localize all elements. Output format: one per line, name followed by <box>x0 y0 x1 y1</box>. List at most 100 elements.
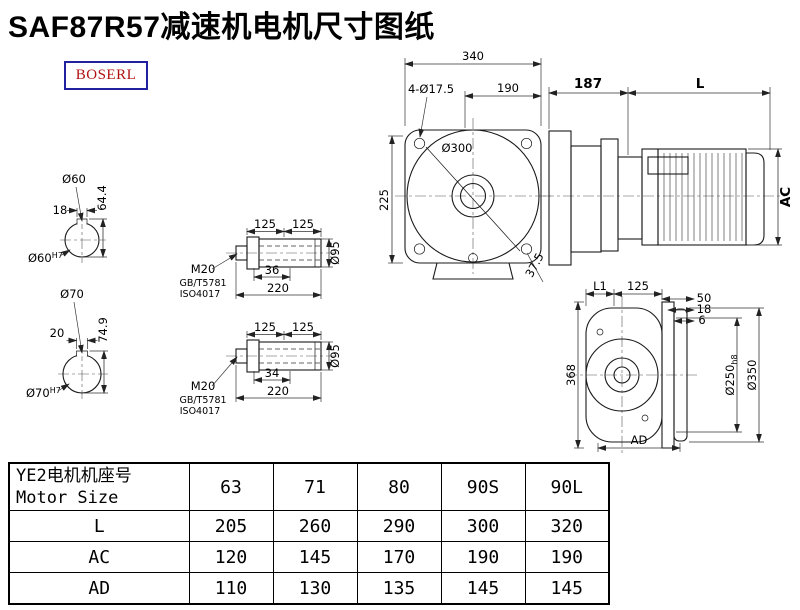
dim-190: 190 <box>497 81 519 95</box>
bore-70-fit-label: Ø70H7 <box>26 386 61 400</box>
motor-fins <box>663 153 743 241</box>
header-label-cn: YE2电机机座号 <box>16 465 132 486</box>
bolt-hole <box>596 328 604 336</box>
size-col-80: 80 <box>356 462 442 511</box>
dim-37-5: 37.5 <box>522 251 546 280</box>
table-cell: 145 <box>524 572 610 605</box>
dim-64-4: 64.4 <box>95 185 109 211</box>
hollow-shaft-top: 125 125 Ø95 M20 GB/T5781 ISO4017 36 220 <box>179 217 342 300</box>
dim-6: 6 <box>698 313 705 327</box>
std-iso: ISO4017 <box>180 289 221 300</box>
table-cell: 145 <box>272 541 358 573</box>
dim-flange-dia: Ø300 <box>441 141 472 155</box>
input-flange <box>600 138 619 252</box>
rear-small-circle <box>613 366 631 384</box>
dim-dia-95: Ø95 <box>328 344 342 368</box>
bolt-hole <box>413 243 426 255</box>
page-title: SAF87R57减速机电机尺寸图纸 <box>8 11 435 44</box>
bore-60-fit-label: Ø60H7 <box>28 251 63 265</box>
table-cell: 190 <box>524 541 610 573</box>
shaft-60-section: 18 64.4 Ø60 Ø60H7 <box>28 172 109 265</box>
flange-leader <box>425 146 521 252</box>
motor-size-header-cell: YE2电机机座号 Motor Size <box>8 462 190 511</box>
dim-AD: AD <box>631 433 648 447</box>
row-label-AC: AC <box>8 541 190 573</box>
leader-line <box>57 383 70 392</box>
table-cell: 290 <box>356 510 442 542</box>
dim-220: 220 <box>267 384 289 398</box>
dim-125-right: 125 <box>292 320 314 334</box>
dim-220: 220 <box>267 281 289 295</box>
table-row-AC: AC 120 145 170 190 190 <box>8 541 610 573</box>
size-col-90S: 90S <box>440 462 526 511</box>
thread-m20: M20 <box>191 262 216 276</box>
fan-cowl <box>745 152 765 246</box>
centerline <box>60 218 106 263</box>
leader-line <box>418 96 428 138</box>
bearing-bore-circle <box>451 174 495 218</box>
dim-74-9: 74.9 <box>96 317 110 343</box>
table-row-L: L 205 260 290 300 320 <box>8 510 610 542</box>
dim-368: 368 <box>564 364 578 386</box>
std-iso: ISO4017 <box>180 406 221 417</box>
bore-60: Ø60 <box>28 251 52 265</box>
centerline <box>566 296 700 455</box>
dia-250-fit: h8 <box>730 354 739 364</box>
dim-AC: AC <box>778 187 794 207</box>
row-label-L: L <box>8 510 190 542</box>
std-gb: GB/T5781 <box>179 395 226 406</box>
table-cell: 170 <box>356 541 442 573</box>
table-cell: 135 <box>356 572 442 605</box>
table-cell: 130 <box>272 572 358 605</box>
dim-125-right: 125 <box>292 217 314 231</box>
bore-60-fit: H7 <box>52 251 63 260</box>
flange-circle <box>406 129 540 263</box>
dim-34: 34 <box>265 366 280 380</box>
motor-body <box>657 148 747 246</box>
rear-view: L1 125 50 18 6 368 Ø250h8 Ø350 AD <box>564 279 764 455</box>
table-header-row: YE2电机机座号 Motor Size 63 71 80 90S 90L <box>8 462 610 511</box>
dimension-drawing: 340 190 4-Ø17.5 225 Ø300 37.5 187 L <box>26 49 794 455</box>
dia-70-label: Ø70 <box>60 287 84 301</box>
shaft-bore-circle <box>459 182 487 210</box>
ext-line <box>526 252 544 283</box>
side-view: 187 L AC <box>543 76 794 266</box>
centerline <box>395 118 551 274</box>
bolt-hole <box>413 137 426 150</box>
hollow-shaft-bottom: 125 125 Ø95 M20 GB/T5781 ISO4017 34 220 <box>179 320 342 417</box>
dim-125-left: 125 <box>254 320 276 334</box>
leader-line <box>211 253 238 270</box>
size-col-90L: 90L <box>524 462 610 511</box>
dim-key-width-18: 18 <box>53 203 68 217</box>
dim-L1: L1 <box>593 279 607 293</box>
size-col-71: 71 <box>272 462 358 511</box>
dim-dia-350: Ø350 <box>745 359 759 390</box>
rear-mid-circle <box>604 357 640 393</box>
dim-187: 187 <box>574 76 602 92</box>
bore-70-fit: H7 <box>50 386 61 395</box>
leader-line <box>211 356 238 387</box>
shaft-body <box>258 238 322 268</box>
terminal-box <box>647 156 689 175</box>
dia-60-label: Ø60 <box>62 172 86 186</box>
std-gb: GB/T5781 <box>179 278 226 289</box>
centerline <box>58 350 108 399</box>
shaft-body <box>258 341 322 371</box>
dim-dia-250: Ø250h8 <box>723 354 739 395</box>
table-cell: 110 <box>188 572 274 605</box>
table-cell: 205 <box>188 510 274 542</box>
boserl-logo: BOSERL <box>64 61 148 90</box>
thread-m20: M20 <box>191 379 216 393</box>
header-label-en: Motor Size <box>16 488 119 508</box>
dim-340: 340 <box>462 49 484 63</box>
front-view: 340 190 4-Ø17.5 225 Ø300 37.5 <box>377 49 551 283</box>
dim-L: L <box>696 76 705 92</box>
dim-125-left: 125 <box>254 217 276 231</box>
dia-250: Ø250 <box>723 365 737 396</box>
dim-bolt-holes: 4-Ø17.5 <box>408 82 454 96</box>
dim-50: 50 <box>697 291 712 305</box>
motor-size-table: YE2电机机座号 Motor Size 63 71 80 90S 90L L 2… <box>8 462 610 605</box>
table-cell: 320 <box>524 510 610 542</box>
dim-36: 36 <box>265 263 280 277</box>
dim-dia-95: Ø95 <box>328 241 342 265</box>
